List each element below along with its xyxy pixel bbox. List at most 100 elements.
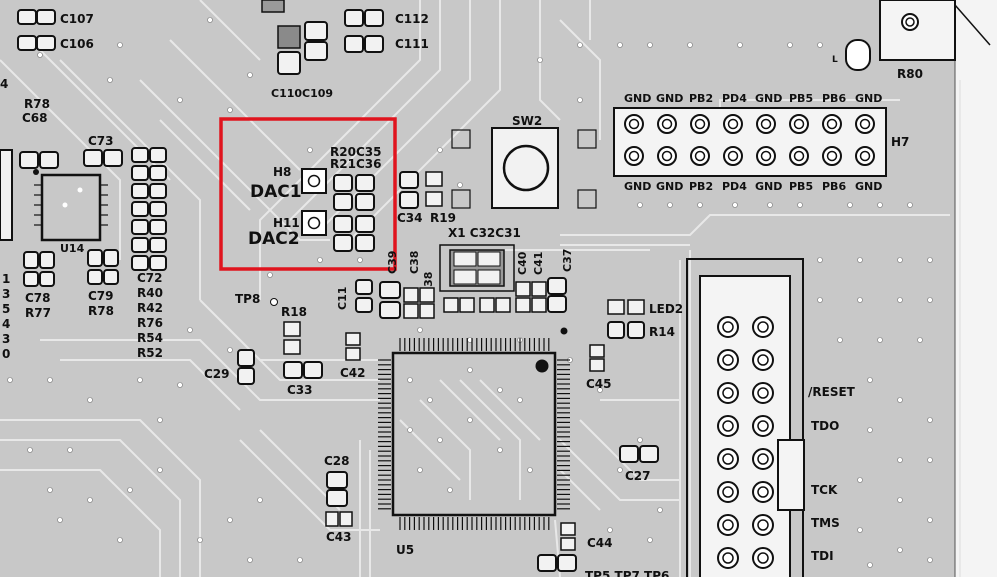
- jtag-connector: [686, 258, 805, 577]
- dac-section: R20C35 R21C36 H8 DAC1 H11 DAC2: [248, 145, 381, 252]
- label-c39: C39: [386, 251, 399, 274]
- label-r52: R52: [137, 346, 163, 360]
- cap-c27: [619, 445, 659, 463]
- label-c28: C28: [324, 454, 350, 468]
- label-led2: LED2: [649, 302, 683, 316]
- label-reset: /RESET: [808, 385, 856, 399]
- cap-c42: [345, 332, 361, 361]
- label-u5: U5: [396, 543, 414, 557]
- svg-text:GND: GND: [624, 180, 651, 193]
- label-c79: C79: [88, 289, 114, 303]
- oval-pad: [845, 39, 871, 71]
- cap-c68: [19, 151, 59, 169]
- jtag-pin: [752, 415, 774, 437]
- h7-top-labels: GND GND PB2 PD4 GND PB5 PB6 GND: [624, 92, 882, 105]
- resistor-array-left: [131, 147, 167, 271]
- resistor-r21: [333, 215, 353, 252]
- jtag-pin: [717, 349, 739, 371]
- jtag-pin: [717, 316, 739, 338]
- label-r19: R19: [430, 211, 456, 225]
- label-tp-row: TP5 TP7 TP6: [585, 569, 669, 577]
- label-r14: R14: [649, 325, 675, 339]
- label-c110c109: C110C109: [271, 87, 333, 100]
- testpoint-h8: [301, 168, 327, 194]
- h7-pin: [822, 146, 842, 166]
- label-c72: C72: [137, 271, 163, 285]
- h7-pin: [723, 114, 743, 134]
- cap-c107: [17, 9, 56, 25]
- component-c110: [277, 25, 301, 49]
- h7-pin: [822, 114, 842, 134]
- board-edge-area: [955, 0, 997, 577]
- label-c33: C33: [287, 383, 313, 397]
- label-sw2: SW2: [512, 114, 542, 128]
- cap-c38: [403, 287, 435, 319]
- pad-c109b: [304, 41, 328, 61]
- label-c44: C44: [587, 536, 613, 550]
- label-r77: R77: [25, 306, 51, 320]
- jtag-pin: [752, 382, 774, 404]
- label-r18: R18: [281, 305, 307, 319]
- testpoint-tp8: [270, 298, 278, 306]
- label-c112: C112: [395, 12, 429, 26]
- left-edge-labels: 4 1 3 5 4 3 0: [0, 77, 10, 361]
- cap-c33: [283, 361, 323, 379]
- cap-c39: [379, 281, 401, 319]
- cap-r77: [23, 271, 55, 287]
- resistor-r14: [607, 321, 645, 339]
- svg-text:4: 4: [2, 317, 10, 331]
- h7-pin: [855, 114, 875, 134]
- h7-pin: [624, 114, 644, 134]
- label-c43: C43: [326, 530, 352, 544]
- label-r42: R42: [137, 301, 163, 315]
- cap-c40-c41-c37: [515, 277, 567, 313]
- jtag-pins: [717, 316, 774, 569]
- jtag-pin: [752, 514, 774, 536]
- label-c40: C40: [516, 251, 529, 275]
- component-top-partial: [261, 0, 285, 13]
- cap-c36: [355, 215, 375, 252]
- label-h7: H7: [891, 135, 909, 149]
- label-dac2: DAC2: [248, 229, 300, 249]
- label-c34: C34: [397, 211, 423, 225]
- header-h7: [613, 107, 887, 177]
- cap-c28: [326, 471, 348, 507]
- label-tdi: TDI: [811, 549, 834, 563]
- cap-c34: [399, 171, 419, 209]
- svg-text:1: 1: [2, 272, 10, 286]
- label-r54: R54: [137, 331, 163, 345]
- chip-u14: [33, 169, 108, 242]
- cap-c73: [83, 149, 123, 167]
- cap-c106: [17, 35, 56, 51]
- svg-text:PB2: PB2: [689, 92, 713, 105]
- switch-sw2: [451, 127, 597, 209]
- jtag-pin: [752, 349, 774, 371]
- cap-c111: [344, 35, 384, 53]
- h7-pin: [690, 146, 710, 166]
- label-c78: C78: [25, 291, 51, 305]
- label-c111: C111: [395, 37, 429, 51]
- cap-c29: [237, 349, 255, 385]
- svg-text:0: 0: [2, 347, 10, 361]
- h7-pin: [690, 114, 710, 134]
- testpoint-h11: [301, 210, 327, 236]
- label-c38: C38: [408, 251, 421, 274]
- svg-text:PB5: PB5: [789, 92, 813, 105]
- pad-c109a: [304, 21, 328, 41]
- label-r80: R80: [897, 67, 923, 81]
- cap-c43: [325, 511, 353, 527]
- svg-text:3: 3: [2, 332, 10, 346]
- label-c27: C27: [625, 469, 651, 483]
- h7-pin: [789, 114, 809, 134]
- svg-text:GND: GND: [755, 180, 782, 193]
- label-c107: C107: [60, 12, 94, 26]
- h7-pin: [756, 114, 776, 134]
- cap-c78: [23, 251, 55, 269]
- label-c45: C45: [586, 377, 612, 391]
- led-led2: [607, 299, 645, 315]
- cap-c79: [87, 249, 119, 285]
- h7-pin: [789, 146, 809, 166]
- svg-text:PB6: PB6: [822, 180, 846, 193]
- svg-text:5: 5: [2, 302, 10, 316]
